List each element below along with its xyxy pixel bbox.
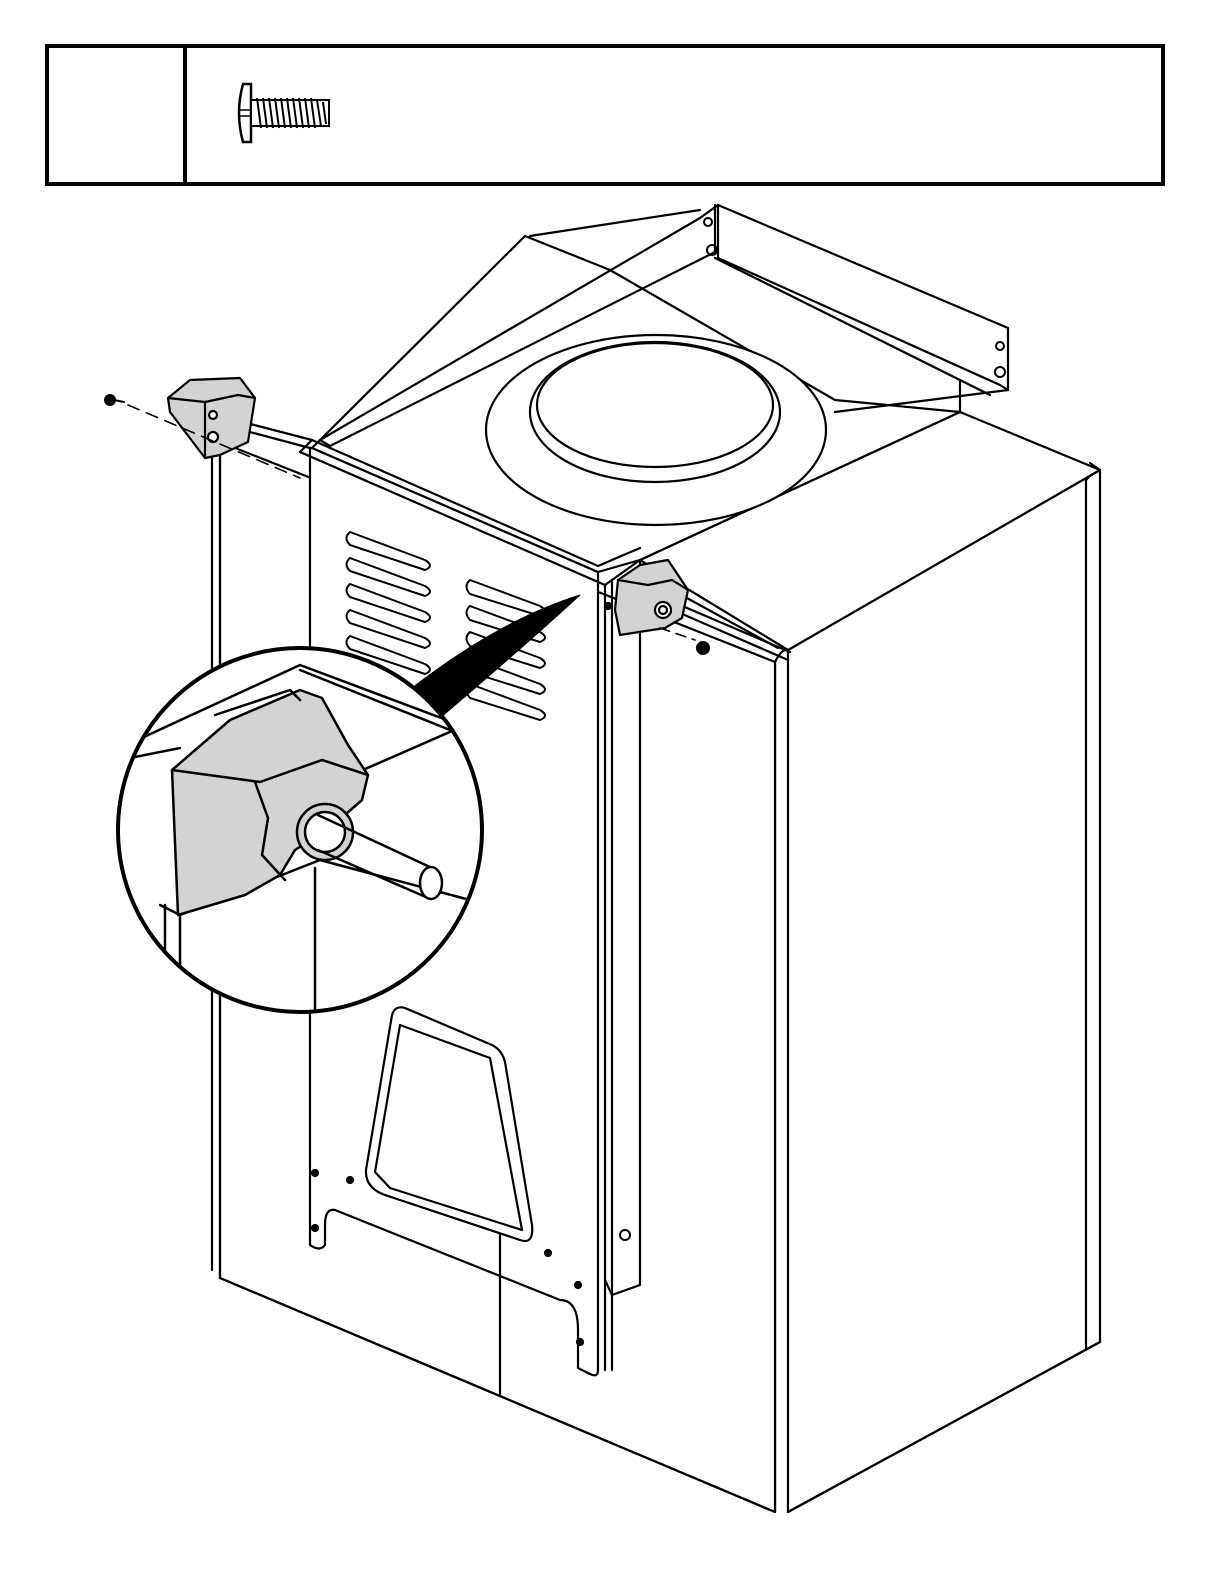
flue-collar bbox=[486, 335, 826, 525]
heater-cabinet-drawing bbox=[0, 190, 1225, 1585]
screw-icon bbox=[235, 78, 335, 148]
step-number-cell bbox=[49, 48, 187, 182]
hardware-cell bbox=[187, 48, 1161, 182]
bracket-icon bbox=[168, 378, 255, 458]
hardware-box bbox=[45, 44, 1165, 186]
